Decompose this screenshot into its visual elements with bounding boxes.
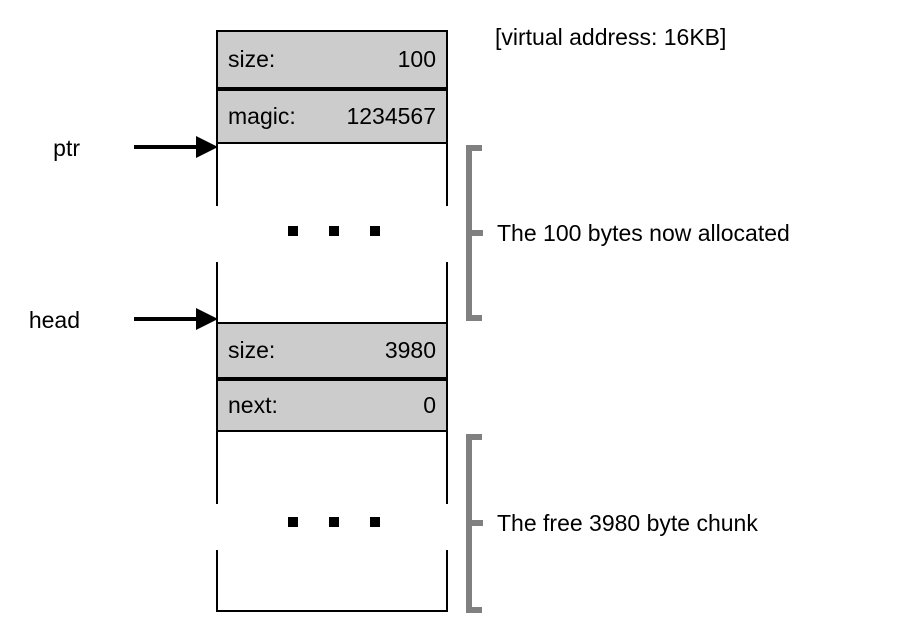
virtual-address-note: [virtual address: 16KB] <box>495 24 727 50</box>
bracket-cap-top <box>466 434 482 440</box>
continuation-dot <box>329 226 339 236</box>
continuation-dot <box>329 517 339 527</box>
bracket-tick <box>472 230 483 236</box>
continuation-dot <box>370 226 380 236</box>
bracket-allocated-region <box>466 145 483 321</box>
pointer-label-ptr: ptr <box>53 135 80 161</box>
heap-memory-column: size: 100 magic: 1234567 size: 3980 next… <box>216 30 448 612</box>
free-chunk-size-label: size: <box>228 337 276 363</box>
bracket-cap-bottom <box>466 607 482 613</box>
allocated-chunk-left-rail-lower <box>216 262 218 322</box>
heap-column-bottom-line <box>216 610 448 612</box>
allocated-chunk-magic-label: magic: <box>228 103 296 129</box>
allocated-chunk-size-value: 100 <box>397 46 436 72</box>
free-chunk-size-value: 3980 <box>384 337 436 363</box>
bracket-cap-top <box>466 145 482 151</box>
allocated-chunk-right-rail-lower <box>446 262 448 322</box>
pointer-arrow-shaft-ptr <box>134 145 198 149</box>
pointer-label-head: head <box>28 307 80 333</box>
bracket-spine <box>466 145 472 321</box>
free-chunk-next-field: next: 0 <box>216 379 448 432</box>
bracket-caption-free-region: The free 3980 byte chunk <box>497 510 758 536</box>
bracket-tick <box>472 520 483 526</box>
free-chunk-right-rail-upper <box>446 432 448 504</box>
allocated-chunk-magic-value: 1234567 <box>346 103 436 129</box>
allocated-chunk-size-label: size: <box>228 46 276 72</box>
free-chunk-size-field: size: 3980 <box>216 322 448 379</box>
allocated-chunk-continuation <box>288 226 380 236</box>
continuation-dot <box>288 226 298 236</box>
allocated-chunk-magic-field: magic: 1234567 <box>216 89 448 144</box>
bracket-cap-bottom <box>466 315 482 321</box>
free-chunk-continuation <box>288 517 380 527</box>
continuation-dot <box>288 517 298 527</box>
pointer-arrow-head-head <box>196 308 218 330</box>
allocated-chunk-size-field: size: 100 <box>216 30 448 89</box>
allocated-chunk-left-rail-upper <box>216 144 218 206</box>
free-chunk-right-rail-lower <box>446 550 448 612</box>
free-chunk-next-label: next: <box>228 392 278 418</box>
pointer-arrow-shaft-head <box>134 317 198 321</box>
free-chunk-left-rail-upper <box>216 432 218 504</box>
bracket-spine <box>466 434 472 613</box>
bracket-free-region <box>466 434 483 613</box>
bracket-caption-allocated-region: The 100 bytes now allocated <box>497 220 790 246</box>
continuation-dot <box>370 517 380 527</box>
free-chunk-next-value: 0 <box>423 392 436 418</box>
free-chunk-left-rail-lower <box>216 550 218 612</box>
pointer-arrow-head-ptr <box>196 136 218 158</box>
allocated-chunk-right-rail-upper <box>446 144 448 206</box>
